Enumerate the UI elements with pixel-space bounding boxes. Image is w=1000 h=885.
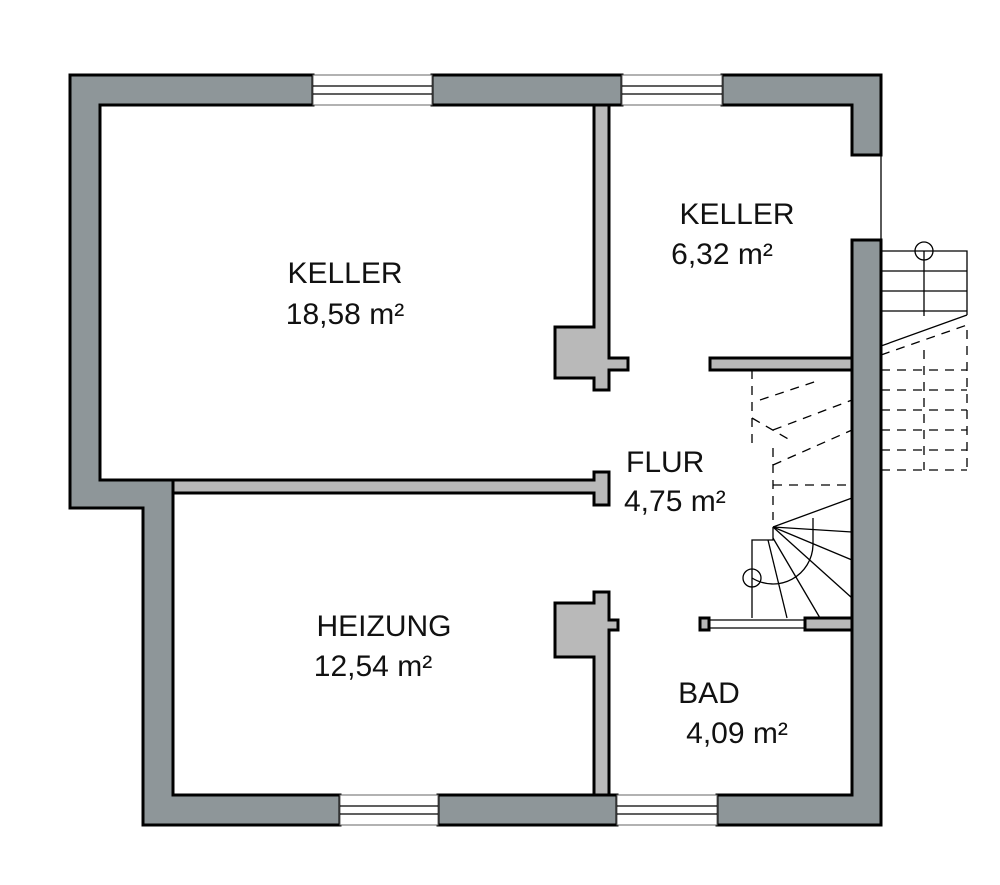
outer-wall-north-mid xyxy=(430,73,624,107)
outer-wall-west xyxy=(68,73,342,827)
window xyxy=(621,74,723,106)
wall-keller-flur xyxy=(708,356,854,372)
outer-walls xyxy=(68,73,883,827)
room-name-heizung: HEIZUNG xyxy=(317,610,452,643)
wall-keller-heizung xyxy=(171,470,611,507)
inner-walls xyxy=(171,103,854,797)
outer-wall-northeast xyxy=(720,73,883,157)
wall-with-chimney-north xyxy=(553,103,630,392)
room-area-keller-small: 6,32 m² xyxy=(671,238,773,271)
door-post xyxy=(698,616,711,632)
room-labels: KELLER 18,58 m² KELLER 6,32 m² FLUR 4,75… xyxy=(286,198,795,750)
interior-stairs xyxy=(742,370,853,619)
windows xyxy=(312,74,723,826)
outer-wall-south-mid xyxy=(436,793,619,827)
room-area-heizung: 12,54 m² xyxy=(314,650,432,683)
window xyxy=(312,74,433,106)
window xyxy=(339,794,439,826)
room-name-bad: BAD xyxy=(678,677,740,710)
bad-door xyxy=(709,619,805,629)
wall-bad xyxy=(803,616,854,632)
window xyxy=(616,794,718,826)
exterior-stairs xyxy=(880,241,968,471)
wall-with-chimney-south xyxy=(553,590,620,797)
room-area-flur: 4,75 m² xyxy=(624,485,726,518)
room-name-keller-small: KELLER xyxy=(679,198,794,231)
room-area-keller-large: 18,58 m² xyxy=(286,298,404,331)
room-name-keller-large: KELLER xyxy=(287,257,402,290)
room-name-flur: FLUR xyxy=(626,446,704,479)
room-area-bad: 4,09 m² xyxy=(686,717,788,750)
